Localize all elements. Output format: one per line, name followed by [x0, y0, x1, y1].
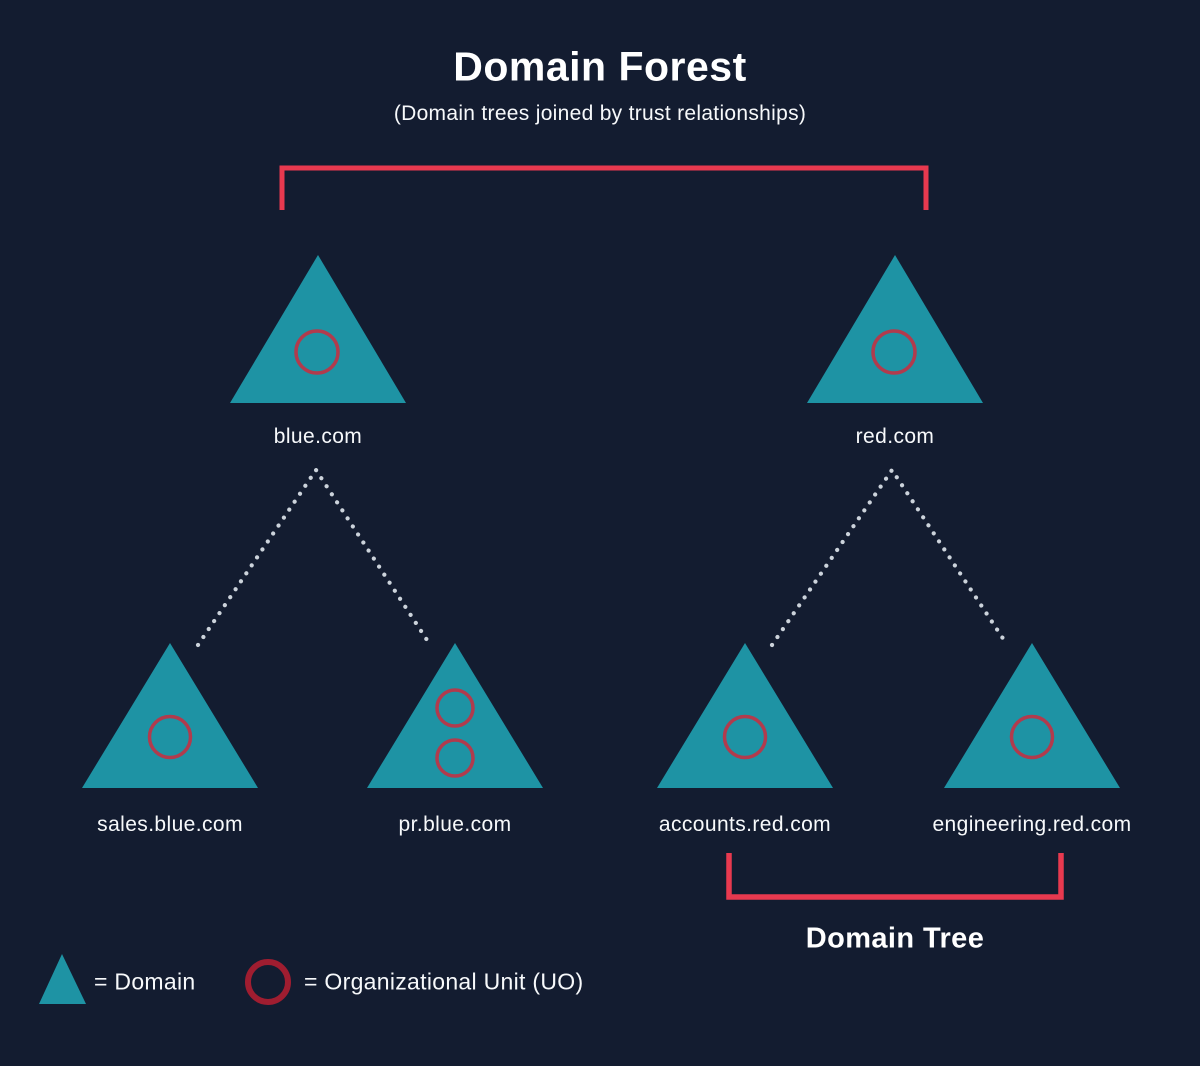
ou-circle-accounts-red-com: [722, 714, 768, 760]
domain-tree-bracket: [726, 853, 1064, 900]
page-subtitle: (Domain trees joined by trust relationsh…: [393, 102, 807, 125]
domain-label-sales-blue-com: sales.blue.com: [97, 813, 243, 836]
domain-tree-caption: Domain Tree: [805, 922, 985, 955]
domain-label-accounts-red-com: accounts.red.com: [658, 813, 832, 836]
domain-label-red-com: red.com: [855, 425, 935, 448]
ou-circle-sales-blue-com: [147, 714, 193, 760]
domain-triangle-blue-com: [230, 255, 406, 403]
domain-label-blue-com: blue.com: [273, 425, 363, 448]
legend-domain-triangle-icon: [39, 954, 86, 1004]
forest-trust-bracket: [279, 165, 929, 210]
ou-circle-pr-blue-com-top: [435, 688, 475, 728]
red-tree-connector-dotted-line: [769, 466, 1007, 648]
domain-label-engineering-red-com: engineering.red.com: [932, 813, 1132, 836]
ou-circle-red-com: [871, 329, 917, 375]
legend-ou-circle-icon: [245, 959, 291, 1005]
ou-circle-pr-blue-com-bottom: [435, 738, 475, 778]
legend-ou-label: = Organizational Unit (UO): [304, 968, 584, 995]
ou-circle-blue-com: [294, 329, 340, 375]
blue-tree-connector-dotted-line: [195, 466, 430, 648]
page-title: Domain Forest: [453, 43, 747, 90]
domain-triangle-pr-blue-com: [367, 643, 543, 788]
ou-circle-engineering-red-com: [1009, 714, 1055, 760]
domain-label-pr-blue-com: pr.blue.com: [398, 813, 512, 836]
domain-triangle-red-com: [807, 255, 983, 403]
legend-domain-label: = Domain: [94, 968, 196, 995]
